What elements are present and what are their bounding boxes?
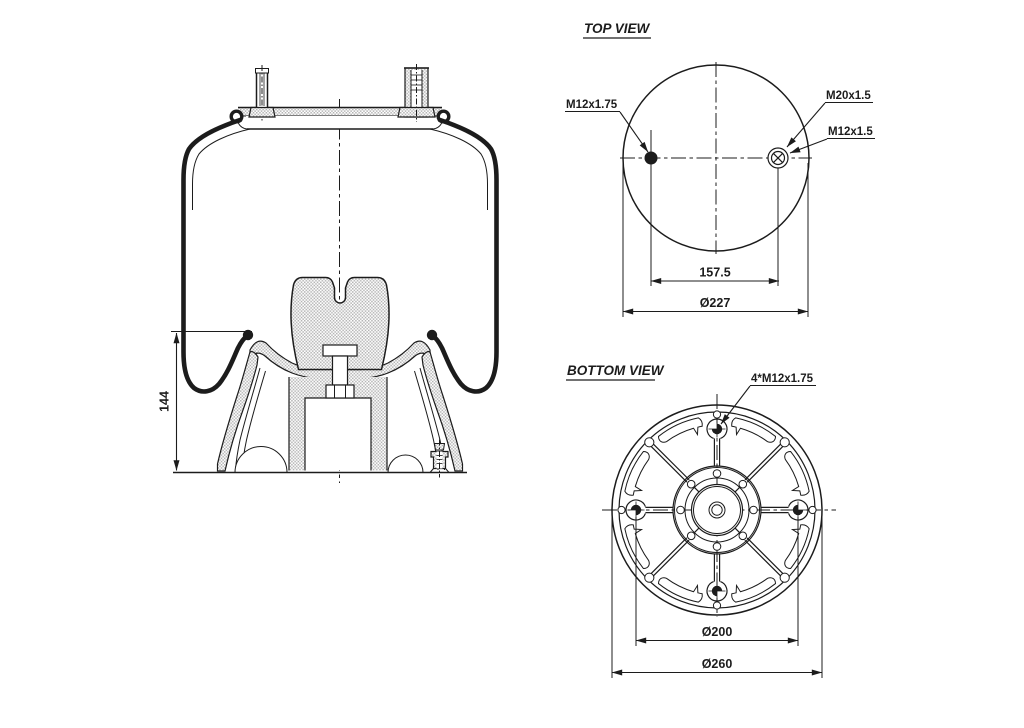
- bottom-view-bolt-circle-dimension: Ø200: [702, 625, 733, 639]
- stud-label-group: M12x1.75: [565, 99, 649, 153]
- bellows-outline: [181, 117, 499, 394]
- port-outer-label-group: M20x1.5: [786, 90, 873, 148]
- bottom-view-bolt-pattern-label: 4*M12x1.75: [751, 373, 814, 385]
- air-port-boss: [397, 64, 436, 122]
- height-dimension: 144: [158, 331, 252, 471]
- bolt-pattern-label-group: 4*M12x1.75: [720, 373, 816, 425]
- top-view-title: TOP VIEW: [584, 21, 651, 36]
- top-view-stud-label: M12x1.75: [566, 99, 618, 111]
- flange-quadrant: [657, 410, 790, 483]
- rubber-bumper: [290, 276, 390, 371]
- top-view: TOP VIEW M12x1.75 M20x1.5 M12x1.5: [565, 21, 875, 317]
- top-view-spacing-dimension: 157.5: [699, 266, 730, 280]
- vent-valve: [429, 439, 450, 478]
- side-view: 144: [158, 64, 499, 483]
- bottom-view: BOTTOM VIEW: [566, 363, 836, 678]
- hub-detail: [672, 465, 762, 555]
- side-view-height-dimension: 144: [158, 391, 172, 412]
- plate-diameter-dimension: Ø227: [622, 163, 809, 317]
- stud-hole: [644, 151, 658, 165]
- port-inner-label-group: M12x1.5: [789, 126, 875, 154]
- spacing-dimension: 157.5: [650, 266, 780, 284]
- top-view-port-label: M20x1.5: [826, 90, 871, 102]
- bottom-view-title: BOTTOM VIEW: [567, 363, 665, 378]
- center-bolt: [322, 344, 358, 399]
- air-port-hole: [767, 147, 789, 286]
- base-arches: [234, 446, 424, 473]
- bolt-circle-dimension: Ø200: [635, 517, 799, 646]
- mounting-stud: [248, 65, 276, 121]
- top-view-port-thread-label: M12x1.5: [828, 126, 873, 138]
- bottom-view-outer-diameter-dimension: Ø260: [702, 657, 733, 671]
- outer-diameter-dimension: Ø260: [611, 516, 823, 678]
- top-view-diameter-dimension: Ø227: [700, 296, 731, 310]
